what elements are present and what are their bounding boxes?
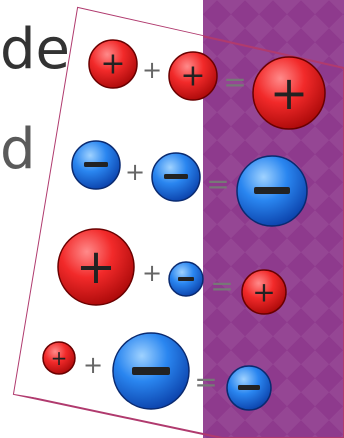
card-white-fill bbox=[14, 8, 203, 424]
negative-charge-icon bbox=[168, 261, 204, 297]
positive-charge-icon: + bbox=[88, 39, 138, 89]
negative-charge-icon bbox=[112, 332, 190, 410]
plus-operator: + bbox=[142, 259, 162, 287]
positive-charge-icon: + bbox=[252, 56, 326, 130]
negative-charge-icon bbox=[151, 152, 201, 202]
background-text-line-2: d bbox=[0, 117, 36, 182]
plus-operator: + bbox=[142, 56, 162, 84]
equation-row-1: + + + = + bbox=[88, 39, 326, 130]
plus-operator: + bbox=[125, 158, 145, 186]
plus-symbol: + bbox=[100, 47, 125, 82]
plus-symbol: + bbox=[270, 66, 309, 120]
positive-charge-icon: + bbox=[168, 51, 218, 101]
plus-operator: + bbox=[83, 351, 103, 379]
equation-row-3: + + = + bbox=[57, 228, 287, 315]
negative-charge-icon bbox=[71, 140, 121, 190]
positive-charge-icon: + bbox=[241, 269, 287, 315]
equation-row-2: + = bbox=[71, 140, 308, 227]
equation-row-4: + + = bbox=[42, 332, 272, 411]
equals-operator: = bbox=[206, 168, 229, 201]
negative-charge-icon bbox=[226, 365, 272, 411]
plus-symbol: + bbox=[76, 239, 116, 295]
equals-operator: = bbox=[194, 366, 217, 399]
positive-charge-icon: + bbox=[57, 228, 135, 306]
background-text-line-1: de bbox=[0, 17, 70, 82]
equals-operator: = bbox=[210, 270, 233, 303]
positive-charge-icon: + bbox=[42, 341, 76, 375]
plus-symbol: + bbox=[252, 276, 275, 309]
negative-charge-icon bbox=[236, 155, 308, 227]
plus-symbol: + bbox=[51, 346, 68, 370]
equals-operator: = bbox=[223, 66, 246, 99]
plus-symbol: + bbox=[180, 59, 205, 94]
